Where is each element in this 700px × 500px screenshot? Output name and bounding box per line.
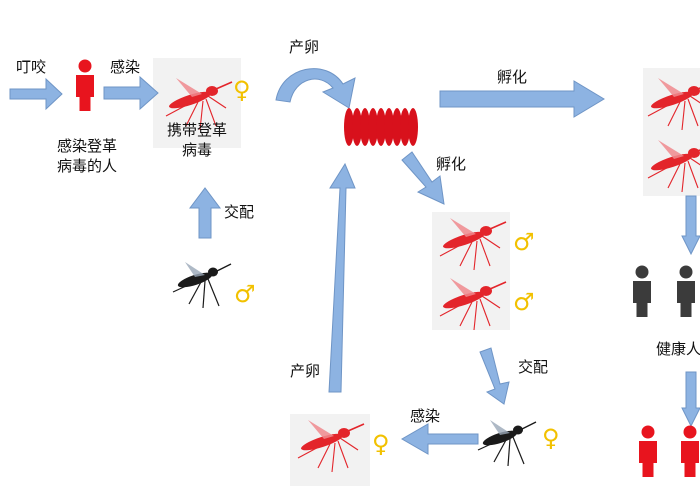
female-symbol: ♀ xyxy=(542,424,560,452)
arrow-lay-eggs-curve xyxy=(275,68,356,109)
photo-panel xyxy=(432,212,510,330)
label-lay-eggs: 产卵 xyxy=(289,38,320,56)
healthy-person-figure xyxy=(677,265,695,317)
male-symbol: ♂ xyxy=(234,280,256,308)
label-healthy-person: 健康人 xyxy=(656,340,700,358)
arrow-infect-2 xyxy=(400,423,479,455)
arrow-bite xyxy=(9,77,63,111)
label-infected-person: 感染登革 病毒的人 xyxy=(56,137,117,176)
male-symbol: ♂ xyxy=(513,228,535,256)
label-infect: 感染 xyxy=(410,407,441,425)
arrow-mating-2 xyxy=(479,347,510,405)
male-mosquito-bottom xyxy=(477,419,537,467)
infected-person-figure xyxy=(681,425,699,477)
label-carrier-mosquito: 携带登革 病毒 xyxy=(166,121,227,160)
arrow-right-down-1 xyxy=(681,195,700,256)
label-mating: 交配 xyxy=(518,358,549,376)
infected-person-figure xyxy=(76,59,94,111)
label-lay-eggs: 产卵 xyxy=(290,362,321,380)
male-symbol: ♂ xyxy=(513,288,535,316)
egg-cluster xyxy=(344,108,418,146)
male-mosquito-top xyxy=(172,261,232,309)
arrow-hatch-1 xyxy=(439,80,605,118)
label-bite: 叮咬 xyxy=(16,58,47,76)
label-hatch: 孵化 xyxy=(436,155,467,173)
healthy-person-figure xyxy=(633,265,651,317)
infected-person-figure xyxy=(639,425,657,477)
label-infect: 感染 xyxy=(110,58,141,76)
arrow-right-down-2 xyxy=(681,371,700,428)
female-symbol: ♀ xyxy=(372,430,390,458)
arrow-infect-1 xyxy=(103,75,159,111)
label-hatch: 孵化 xyxy=(497,68,528,86)
arrow-lay-eggs-up xyxy=(328,162,356,393)
arrow-mating-1 xyxy=(189,187,221,239)
arrow-hatch-2 xyxy=(401,151,445,205)
female-symbol: ♀ xyxy=(233,76,251,104)
label-mating: 交配 xyxy=(224,203,255,221)
